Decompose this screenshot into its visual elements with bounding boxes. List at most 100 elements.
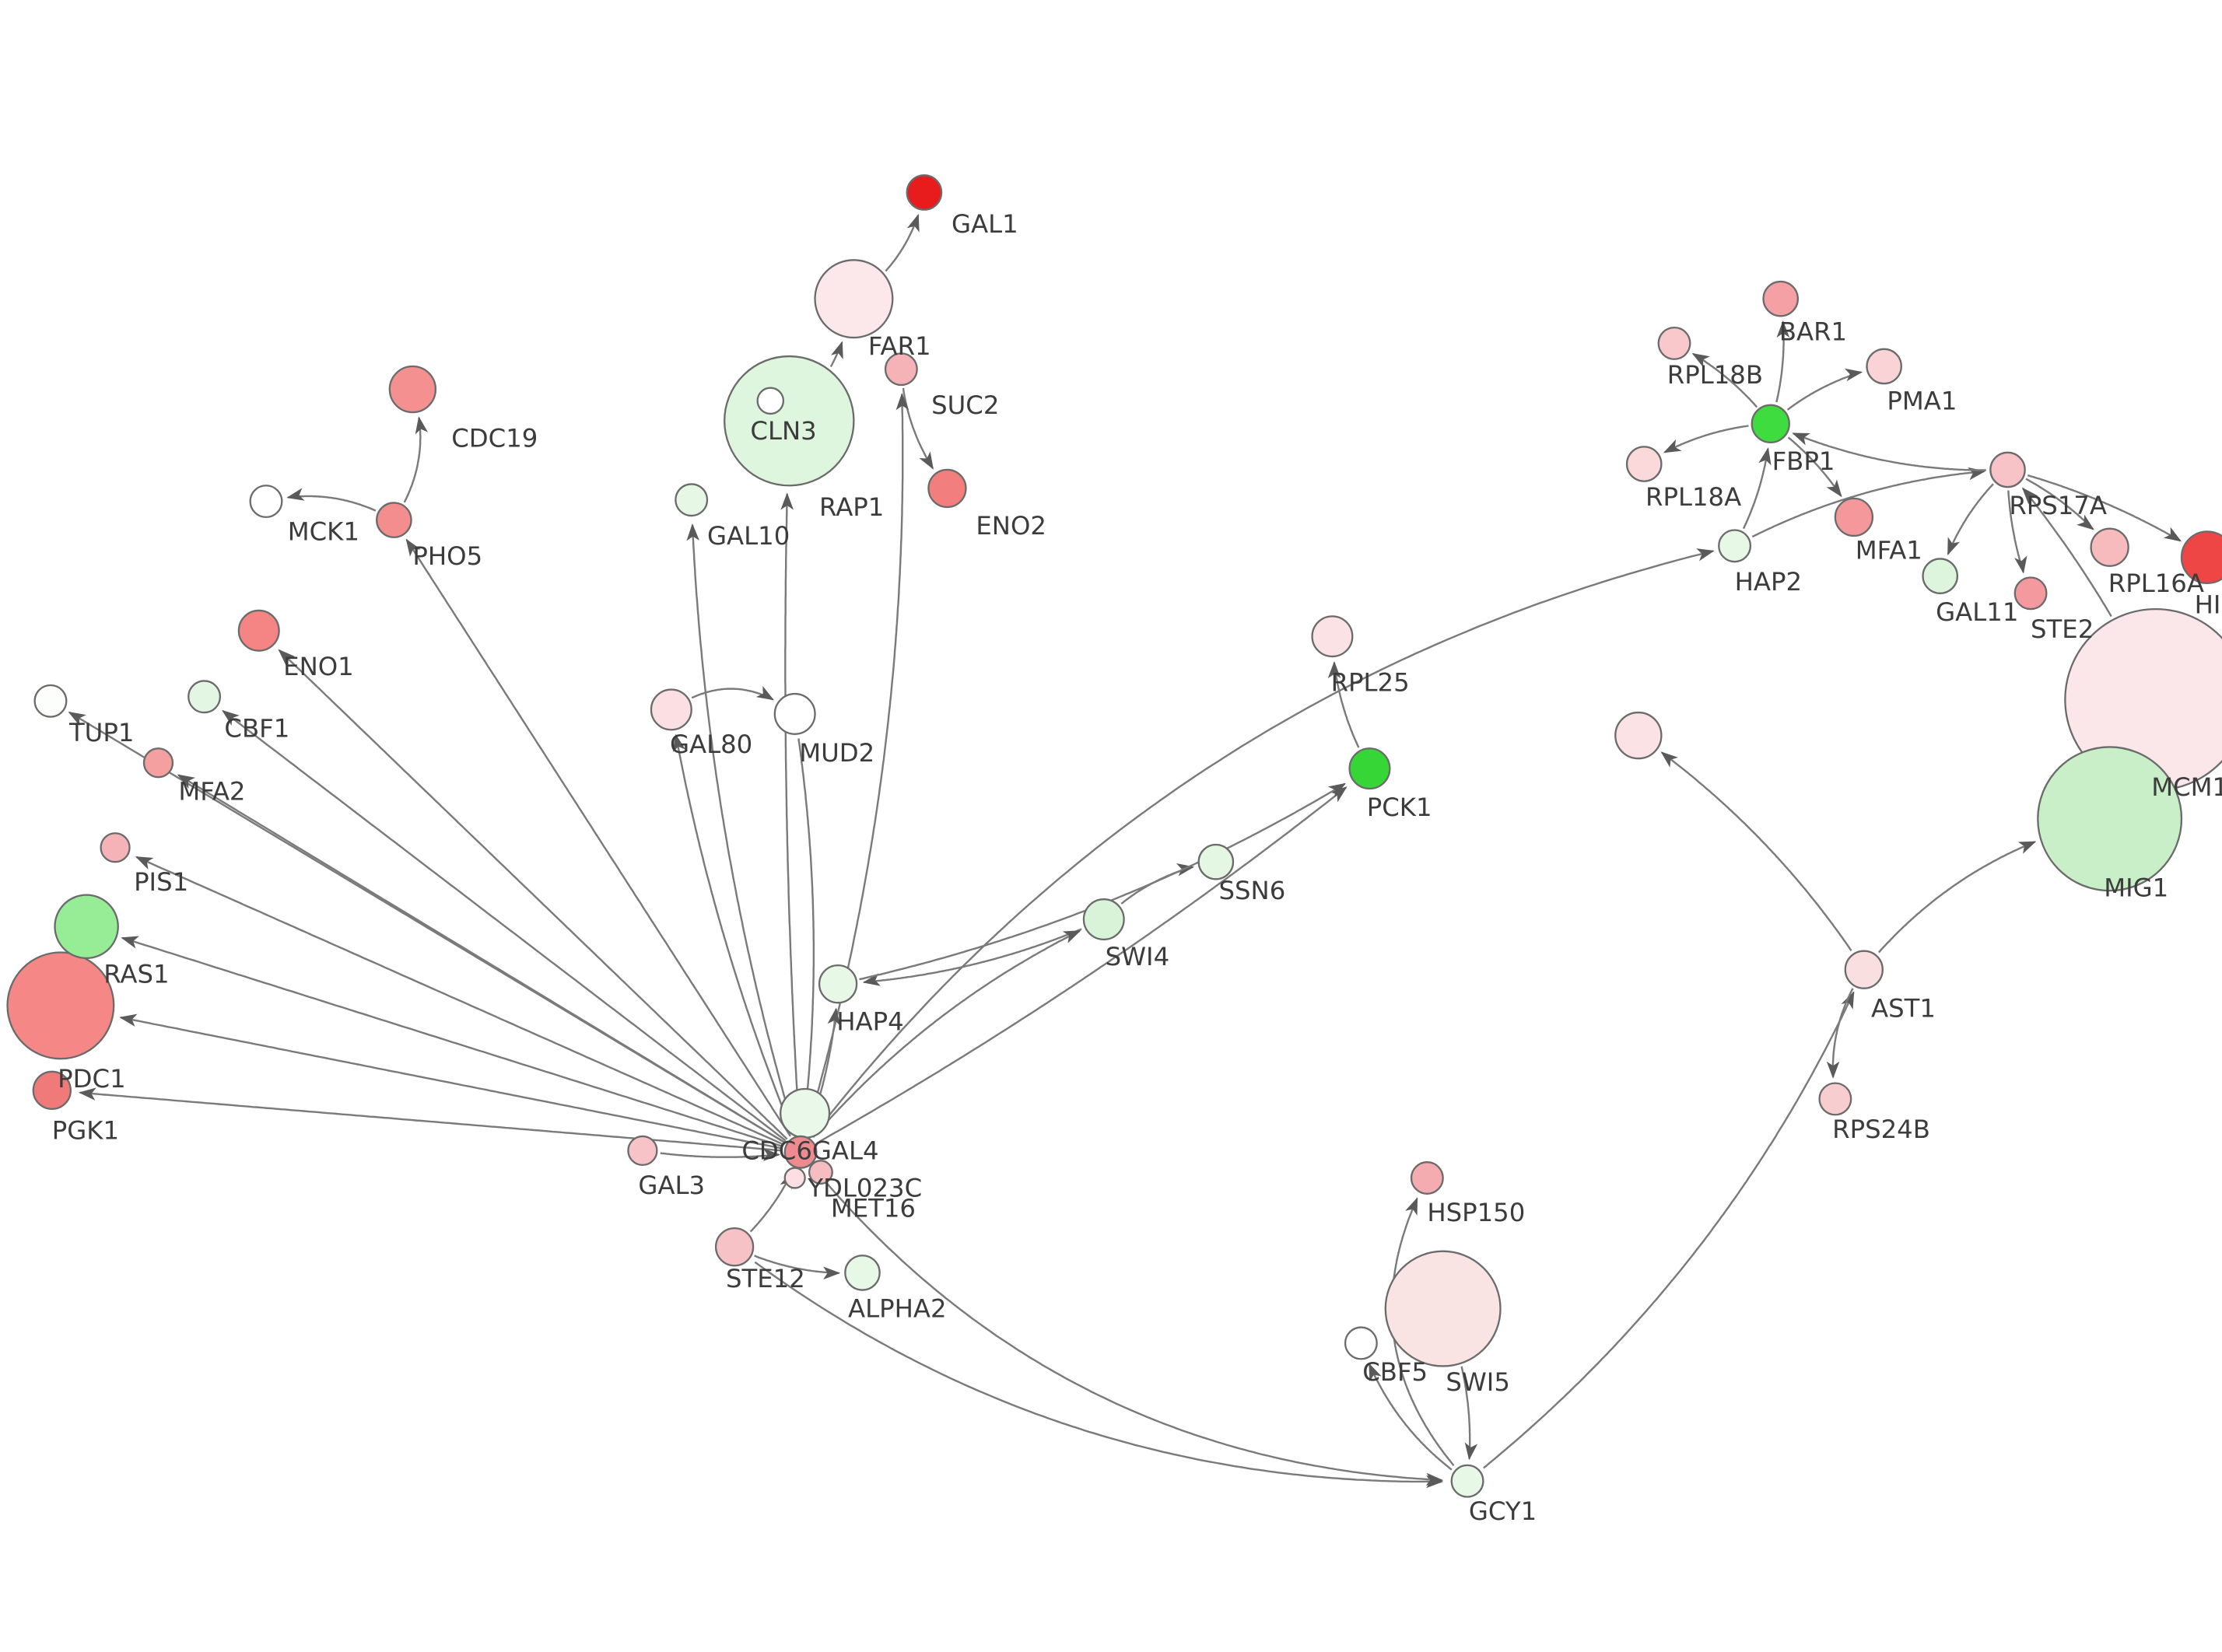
edge-RPS17A-RPL16A[interactable] (2025, 478, 2094, 530)
node-GAL80[interactable] (650, 688, 692, 731)
edge-SWI4-HAP4[interactable] (862, 928, 1082, 986)
node-FBP1[interactable] (1751, 404, 1790, 444)
node-PGK1[interactable] (32, 1070, 72, 1111)
node-PHO5[interactable] (376, 502, 412, 538)
edge-FBP1-MFA1[interactable] (1787, 436, 1842, 498)
edge-GAL4-GAL10[interactable] (686, 523, 796, 1132)
node-ALPHA2[interactable] (844, 1255, 881, 1291)
node-RPL18A[interactable] (1625, 446, 1663, 482)
edge-RPS17A-FBP1[interactable] (1792, 432, 1986, 471)
node-CLN3[interactable] (724, 355, 855, 487)
edge-GCY1-AST1[interactable] (1483, 991, 1855, 1469)
node-ENO2[interactable] (927, 468, 967, 509)
node-RAP1[interactable] (756, 387, 785, 415)
node-SWI5[interactable] (1384, 1250, 1502, 1367)
edge-GAL4-PDC1[interactable] (119, 1013, 783, 1150)
edge-FBP1-RPL18B[interactable] (1691, 352, 1758, 408)
node-MIG1[interactable] (2037, 746, 2183, 892)
node-HAP4[interactable] (818, 964, 858, 1004)
node-PCK1[interactable] (1348, 747, 1391, 790)
node-CBF5[interactable] (1344, 1326, 1378, 1360)
edge-FAR1-GAL1[interactable] (885, 213, 920, 272)
node-FAR1[interactable] (814, 259, 894, 339)
edge-MUD2-GAL4[interactable] (797, 738, 815, 1132)
edge-GAL4-PHO5[interactable] (405, 538, 791, 1137)
edge-STE12-GCY1[interactable] (754, 1261, 1444, 1489)
edge-FBP1-RPL18A[interactable] (1663, 425, 1749, 453)
edge-SWI4-SSN6[interactable] (1120, 863, 1195, 905)
node-PMA1[interactable] (1866, 348, 1902, 385)
node-YDL023C[interactable] (808, 1160, 833, 1185)
edge-GAL4-GCY1[interactable] (812, 1167, 1444, 1486)
node-BAR1[interactable] (1762, 280, 1799, 317)
node-MET16[interactable] (783, 1167, 806, 1189)
edge-GAL4-PGK1[interactable] (78, 1087, 783, 1152)
node-MUD2[interactable] (773, 692, 816, 735)
node-SSN6[interactable] (1197, 843, 1235, 880)
edge-RPS17A-HIS4[interactable] (2027, 474, 2182, 542)
node-RPL18B[interactable] (1657, 326, 1691, 360)
node-RPL25[interactable] (1311, 615, 1354, 658)
edge-HAP2-FBP1[interactable] (1742, 447, 1772, 530)
node-HAP2[interactable] (1718, 529, 1752, 563)
node-AST1[interactable] (1844, 950, 1884, 989)
edge-GAL4-CLN3[interactable] (780, 492, 801, 1129)
edge-MCM1-RPS17A[interactable] (2021, 487, 2112, 618)
edge-GAL80-MUD2[interactable] (691, 685, 774, 701)
edge-GAL4-PIS1[interactable] (135, 856, 784, 1146)
node-GAL1[interactable] (906, 174, 943, 211)
node-SUC2[interactable] (884, 352, 918, 387)
node-SWI4[interactable] (1082, 898, 1125, 941)
edge-GAL4-ENO1[interactable] (278, 649, 788, 1140)
node-unlabeled[interactable] (1614, 711, 1663, 760)
node-MCK1[interactable] (249, 485, 283, 519)
edge-SUC2-ENO2[interactable] (902, 387, 934, 470)
edge-GCY1-CBF5[interactable] (1368, 1363, 1453, 1471)
edge-GAL4-HAP2[interactable] (813, 548, 1715, 1136)
edge-GAL4-GAL80[interactable] (672, 733, 794, 1134)
node-CDC6[interactable] (780, 1087, 831, 1139)
node-GAL3[interactable] (627, 1135, 658, 1167)
node-CBF1[interactable] (188, 680, 222, 714)
edge-HAP2-RPS17A[interactable] (1751, 467, 1986, 538)
edge-GAL4-SWI4[interactable] (812, 929, 1081, 1138)
node-MFA2[interactable] (142, 747, 174, 779)
edge-GAL4-MFA2[interactable] (177, 774, 785, 1143)
node-TUP1[interactable] (33, 684, 68, 718)
node-GAL10[interactable] (675, 483, 709, 517)
node-RPL16A[interactable] (2090, 527, 2129, 567)
edge-GAL4-PCK1[interactable] (818, 786, 1348, 1143)
node-PIS1[interactable] (100, 832, 131, 863)
node-RPS24B[interactable] (1818, 1082, 1852, 1116)
edge-SWI5-GCY1[interactable] (1460, 1366, 1478, 1461)
edge-AST1-UNLABELED1[interactable] (1660, 751, 1852, 952)
node-CDC19[interactable] (388, 365, 437, 414)
node-STE2[interactable] (2013, 576, 2048, 611)
node-PDC1[interactable] (6, 951, 115, 1060)
edge-PCK1-RPL25[interactable] (1327, 660, 1360, 748)
node-RAS1[interactable] (54, 894, 119, 960)
edge-GAL3-GAL4[interactable] (660, 1148, 781, 1161)
edge-RPS17A-GAL11[interactable] (1947, 483, 1994, 556)
edge-PHO5-CDC19[interactable] (403, 416, 429, 503)
node-GAL4[interactable] (783, 1135, 818, 1169)
edge-FBP1-PMA1[interactable] (1786, 368, 1863, 411)
node-HIS4[interactable] (2180, 530, 2222, 585)
edge-AST1-RPS24B[interactable] (1826, 988, 1854, 1079)
node-HSP150[interactable] (1410, 1161, 1444, 1195)
edge-RPS17A-STE2[interactable] (2007, 490, 2027, 574)
edge-PHO5-MCK1[interactable] (286, 488, 377, 512)
node-RPS17A[interactable] (1989, 451, 2026, 488)
edge-STE12-ALPHA2[interactable] (754, 1255, 841, 1280)
edge-GAL4-RAS1[interactable] (121, 936, 783, 1148)
edge-FBP1-BAR1[interactable] (1775, 320, 1790, 403)
node-GAL11[interactable] (1922, 558, 1959, 594)
edge-CLN3-FAR1[interactable] (829, 341, 843, 368)
edge-GAL4-CBF1[interactable] (222, 709, 787, 1142)
node-GCY1[interactable] (1450, 1464, 1484, 1498)
node-ENO1[interactable] (237, 609, 280, 652)
node-STE12[interactable] (714, 1227, 755, 1267)
edge-AST1-MIG1[interactable] (1877, 841, 2037, 954)
node-MFA1[interactable] (1834, 497, 1874, 537)
